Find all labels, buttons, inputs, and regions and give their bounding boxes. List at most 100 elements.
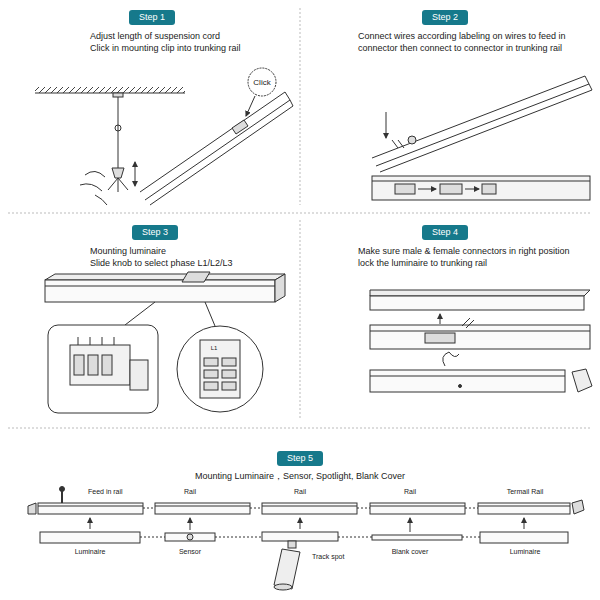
instruction-text: Make sure male & female connectors in ri… — [358, 245, 573, 269]
step5-illustration-part — [143, 508, 478, 509]
step4-illustration-part — [462, 318, 474, 328]
step3-illustration-part — [222, 358, 236, 366]
step4-illustration-part — [459, 385, 462, 388]
step5-illustration-part — [480, 532, 568, 543]
step4-illustration-part — [370, 296, 584, 310]
step2-illustration-part — [372, 181, 590, 182]
step1-illustration-part — [113, 93, 123, 97]
step3-illustration-part — [177, 326, 263, 412]
instruction-text: Click in mounting clip into trunking rai… — [90, 42, 300, 54]
step5-illustration-part — [370, 503, 465, 514]
step2-illustration-part — [440, 184, 462, 194]
step-badge: Step 5 — [277, 451, 323, 466]
step3-illustration-part — [200, 340, 240, 398]
step5-illustration-part — [274, 549, 300, 589]
part-label: Luminaire — [60, 547, 120, 557]
step5-illustration-part — [38, 503, 143, 514]
step-badge: Step 2 — [422, 10, 468, 25]
step2-illustration-part — [395, 184, 415, 194]
step4-illustration-part — [370, 376, 565, 377]
divider-part — [300, 220, 301, 420]
step4-illustration — [370, 290, 592, 392]
part-label: Click — [247, 77, 277, 88]
part-label: Luminaire — [495, 547, 555, 557]
step3-illustration-part — [222, 382, 236, 390]
step2-illustration-part — [386, 112, 387, 138]
step5-illustration-part — [90, 518, 91, 529]
step5-illustration-part — [410, 518, 411, 532]
step-title: Step 3 — [142, 227, 168, 238]
step3-illustration-part — [204, 382, 218, 390]
step5-illustration-part — [262, 503, 357, 514]
step5-illustration-part — [38, 506, 570, 507]
step4-illustration-part — [443, 352, 459, 366]
step5-illustration-part — [40, 532, 140, 543]
step-badge: Step 1 — [129, 10, 175, 25]
step5-illustration-part — [187, 534, 193, 540]
part-label: Blank cover — [380, 547, 440, 557]
step1-illustration-part — [112, 168, 124, 178]
step4-illustration-part — [440, 314, 441, 324]
step3-illustration-part — [78, 337, 114, 345]
step1-illustration-part — [246, 96, 255, 116]
part-label: Feed in rail — [88, 487, 158, 497]
step-badge: Step 3 — [132, 225, 178, 240]
step2-illustration — [372, 76, 592, 200]
step1-illustration-part — [80, 171, 107, 205]
step5-illustration-part — [372, 535, 462, 540]
step2-illustration-part — [392, 140, 404, 148]
step5-illustration — [28, 487, 584, 591]
divider-part — [300, 8, 301, 205]
step-badge: Step 4 — [422, 225, 468, 240]
step3-illustration-part — [45, 274, 285, 280]
step1-illustration-part — [108, 178, 128, 192]
instruction-text: Mounting luminaire — [90, 245, 290, 257]
step3-illustration-part — [275, 274, 285, 302]
step2-illustration-part — [465, 189, 479, 190]
step1-illustration-part — [35, 93, 185, 94]
part-label: Sensor — [160, 547, 220, 557]
step1-illustration-part — [115, 125, 121, 131]
step-title: Step 4 — [432, 227, 458, 238]
step3-illustration-part — [125, 302, 155, 325]
instruction-text: Adjust length of suspension cord — [90, 30, 300, 42]
step3-illustration-part — [204, 358, 218, 366]
step3-illustration-part — [182, 272, 210, 282]
step5-illustration-part — [524, 518, 525, 529]
step3-illustration-part — [45, 280, 275, 302]
step2-illustration-part — [408, 136, 416, 144]
step4-illustration-part — [370, 325, 590, 349]
step2-illustration-part — [372, 76, 592, 172]
step3-illustration — [45, 272, 285, 413]
step1-illustration-part — [248, 68, 276, 96]
step3-illustration-part — [205, 302, 215, 326]
step5-illustration-part — [140, 537, 480, 538]
step2-illustration-part — [482, 184, 496, 194]
step4-illustration-part — [370, 331, 590, 332]
step5-illustration-part — [190, 518, 191, 530]
step5-illustration-part — [478, 503, 570, 514]
step3-illustration-part — [74, 355, 84, 375]
step1-illustration-part — [140, 92, 293, 205]
step5-illustration-part — [288, 541, 296, 548]
divider-part — [8, 213, 592, 214]
step4-illustration-part — [425, 333, 455, 343]
step1-illustration-part — [232, 120, 248, 134]
step4-illustration-part — [572, 369, 592, 392]
step3-illustration-part — [70, 345, 130, 385]
step5-illustration-part — [155, 503, 250, 514]
step2-illustration-part — [418, 189, 436, 190]
step3-illustration-part — [222, 370, 236, 378]
part-label: Track spot — [312, 552, 372, 562]
step1-illustration-part — [118, 97, 119, 168]
part-label: Termail Rail — [495, 487, 555, 497]
step-title: Step 2 — [432, 12, 458, 23]
step5-illustration-part — [60, 487, 65, 492]
part-label: Rail — [390, 487, 430, 497]
step1-illustration — [35, 68, 293, 205]
step5-illustration-part — [28, 503, 36, 514]
instruction-text: Connect wires according labeling on wire… — [358, 30, 573, 54]
step5-illustration-part — [262, 532, 338, 541]
part-label: Rail — [280, 487, 320, 497]
